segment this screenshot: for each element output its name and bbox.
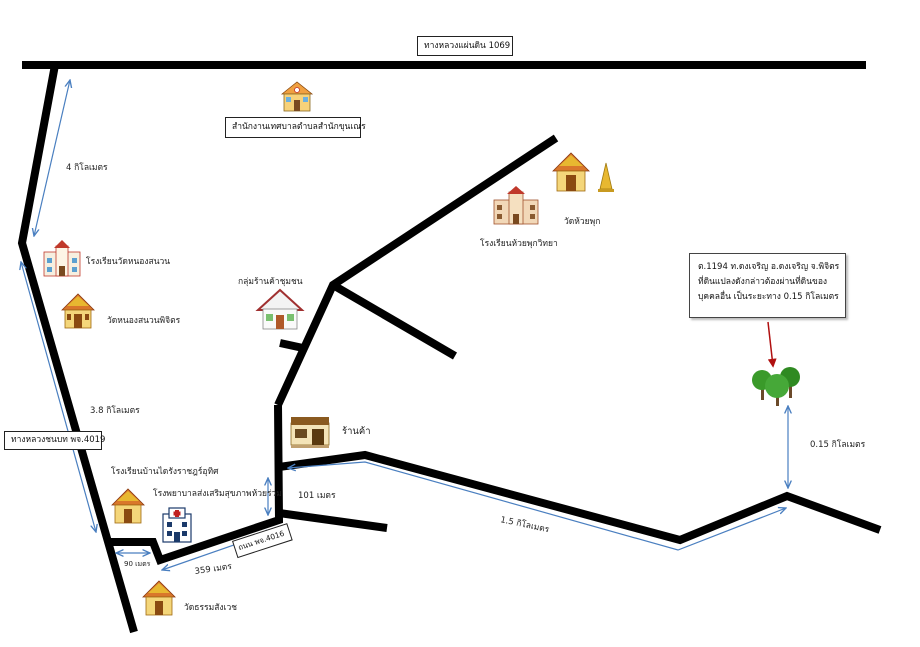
school-icon: [43, 240, 81, 277]
road-northeast-spur: [330, 281, 458, 360]
road-southeast-spur: [278, 509, 388, 532]
distance-line-3-8km: [21, 262, 96, 532]
distance-label-3-8km: 3.8 กิโลเมตร: [90, 405, 140, 416]
distance-label-90m: 90 เมตร: [124, 560, 151, 568]
temple-icon: [61, 293, 95, 329]
temple-icon: [111, 488, 145, 524]
municipal-office-icon: [280, 81, 314, 112]
label-shop: ร้านค้า: [342, 426, 371, 437]
shop-icon: [290, 417, 330, 448]
roads: [17, 61, 882, 634]
distance-label-1-5km: 1.5 กิโลเมตร: [499, 514, 550, 535]
land-note: ต.1194 ท.ดงเจริญ อ.ดงเจริญ จ.พิจิตร ที่ด…: [689, 253, 846, 318]
stupa-icon: [598, 162, 614, 192]
distance-lines: [21, 80, 788, 570]
label-shop-group: กลุ่มร้านค้าชุมชน: [238, 276, 303, 287]
land-note-line3: บุคคลอื่น เป็นระยะทาง 0.15 กิโลเมตร: [698, 292, 839, 302]
distance-label-0-15km: 0.15 กิโลเมตร: [810, 439, 866, 450]
distance-line-4km: [34, 80, 70, 236]
temple-icon: [552, 152, 590, 192]
tree-icon: [752, 367, 800, 406]
rural-road-4019: [17, 64, 138, 634]
label-wat-huai-phuk: วัดห้วยพุก: [564, 216, 600, 227]
road-north-branch: [274, 134, 559, 407]
label-health-hospital: โรงพยาบาลส่งเสริมสุขภาพห้วยร่วม: [153, 488, 282, 499]
hospital-icon: [162, 507, 192, 543]
road-short-spur: [279, 339, 304, 352]
distance-label-359m: 359 เมตร: [194, 562, 233, 577]
road-east: [278, 450, 882, 545]
label-wat-thammasangwet: วัดธรรมสังเวช: [184, 603, 237, 613]
distance-line-1-5km: [288, 461, 786, 551]
school-icon: [493, 186, 539, 225]
highway-1069-label: ทางหลวงแผ่นดิน 1069: [417, 36, 513, 56]
label-school-huai-phuk: โรงเรียนห้วยพุกวิทยา: [480, 238, 558, 249]
distance-label-4km: 4 กิโลเมตร: [66, 162, 108, 173]
distance-label-101m: 101 เมตร: [298, 491, 336, 501]
municipal-office-label: สำนักงานเทศบาลตำบลสำนักขุนเณร: [225, 117, 366, 138]
temple-icon: [142, 580, 176, 616]
road-4016: [111, 404, 284, 566]
label-wat-nong-sanuan: วัดหนองสนวนพิจิตร: [107, 316, 181, 326]
label-school-ban-kai-chon: โรงเรียนบ้านไดรังราชฎร์อุทิศ: [111, 466, 219, 477]
land-note-line1: ต.1194 ท.ดงเจริญ อ.ดงเจริญ จ.พิจิตร: [698, 262, 840, 272]
house-icon: [255, 288, 305, 330]
label-school-wat-nong-sanuan: โรงเรียนวัดหนองสนวน: [86, 256, 170, 267]
land-note-line2: ที่ดินแปลงดังกล่าวต้องผ่านที่ดินของ: [698, 277, 828, 287]
land-pointer-arrow: [767, 321, 777, 368]
rural-road-4019-label: ทางหลวงชนบท พจ.4019: [4, 431, 105, 450]
